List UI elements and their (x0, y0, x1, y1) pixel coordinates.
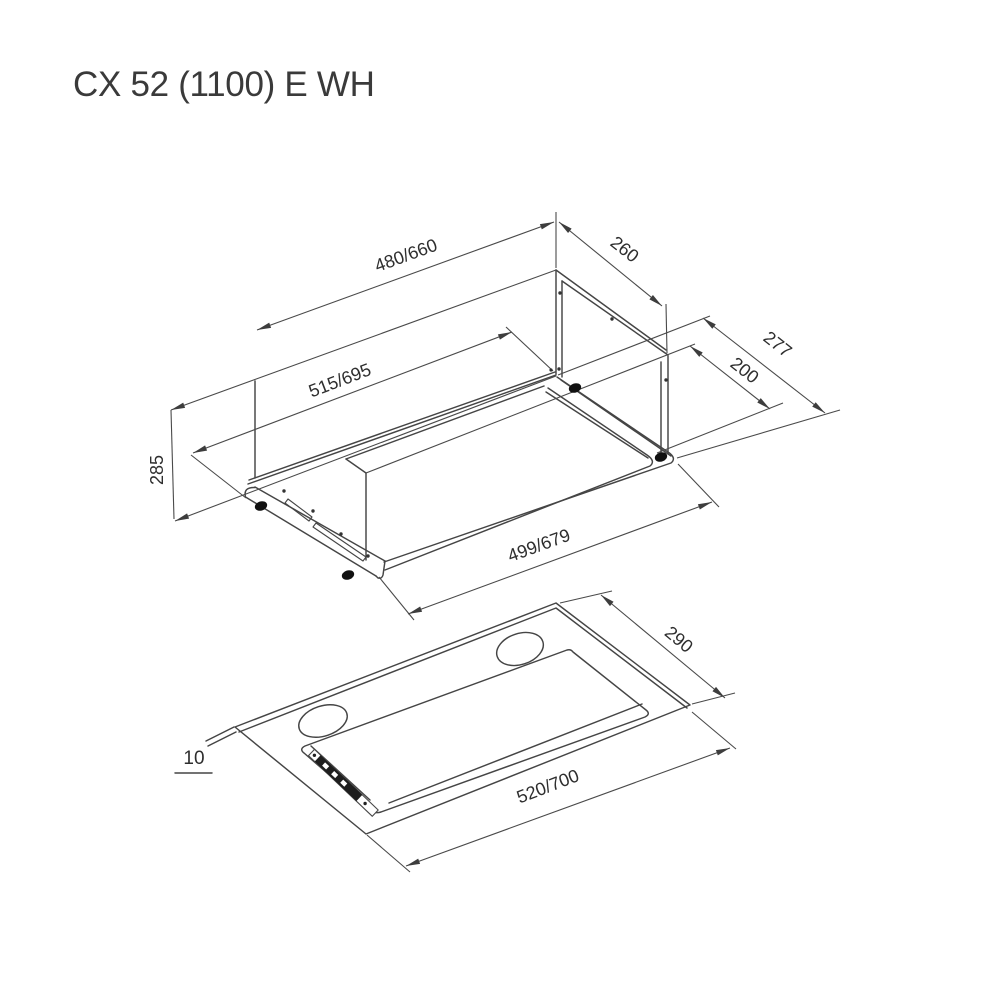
svg-text:200: 200 (727, 353, 763, 387)
svg-text:290: 290 (661, 622, 697, 657)
svg-text:260: 260 (607, 232, 643, 266)
svg-text:277: 277 (760, 327, 796, 361)
svg-text:285: 285 (147, 455, 167, 485)
svg-text:499/679: 499/679 (505, 525, 573, 566)
svg-text:10: 10 (183, 748, 204, 769)
svg-text:515/695: 515/695 (306, 359, 374, 401)
svg-text:480/660: 480/660 (372, 235, 440, 276)
